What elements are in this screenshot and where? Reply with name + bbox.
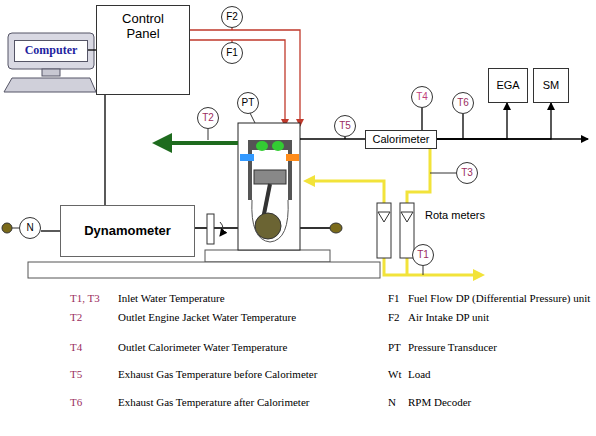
abbreviation-meaning: Load — [408, 368, 431, 380]
sensor-stem — [208, 129, 209, 140]
fuel-signal-line — [190, 40, 285, 126]
node-text: T3 — [461, 167, 473, 179]
coupling — [207, 214, 214, 244]
abbreviation: PT — [388, 341, 401, 353]
shaft-end — [2, 223, 12, 233]
node-text: F2 — [226, 11, 238, 23]
abbreviation: T5 — [70, 368, 82, 380]
sensor-circle: T5 — [334, 115, 356, 137]
sensor-stem — [462, 114, 463, 139]
rotameter-float — [401, 212, 413, 222]
abbreviation-meaning: Outlet Calorimeter Water Temperature — [118, 341, 287, 353]
abbreviation-meaning: RPM Decoder — [408, 396, 471, 408]
inlet-port — [240, 154, 254, 161]
abbreviation: T6 — [70, 396, 82, 408]
node-text: Computer — [25, 44, 78, 58]
sensor-circle: T2 — [197, 107, 219, 129]
exhaust-port — [286, 154, 299, 161]
sensor-circle: T1 — [412, 244, 434, 266]
monitor-stand — [42, 69, 60, 76]
dynamometer-box: Dynamometer — [60, 205, 195, 257]
smoke-meter-box: SM — [533, 68, 569, 103]
control-panel: Control Panel — [96, 5, 190, 95]
abbreviation-meaning: Fuel Flow DP (Differential Pressure) uni… — [408, 292, 590, 304]
node-text: F1 — [226, 47, 238, 59]
shaft — [300, 227, 330, 229]
connector — [41, 230, 60, 231]
piston — [254, 170, 286, 184]
node-text: PT — [242, 97, 255, 109]
node-text: T4 — [416, 91, 428, 103]
computer-screen: Computer — [14, 40, 88, 62]
crankcase — [252, 200, 288, 242]
node-text: Calorimeter — [373, 133, 430, 146]
keyboard — [4, 78, 96, 92]
engine-pedestal — [205, 250, 330, 262]
abbreviation-meaning: Exhaust Gas Temperature after Calorimete… — [118, 396, 309, 408]
node-text: N — [26, 222, 33, 234]
abbreviation-meaning: Air Intake DP unit — [408, 311, 489, 323]
sensor-stem — [421, 108, 422, 130]
abbreviation: F2 — [388, 311, 400, 323]
shaft — [195, 227, 238, 229]
jacket-water-outlet — [168, 141, 238, 145]
abbreviation: T4 — [70, 341, 82, 353]
calorimeter-box: Calorimeter — [365, 130, 437, 149]
computer-figure — [4, 33, 96, 92]
sensor-stem — [250, 113, 255, 123]
crankshaft — [255, 213, 281, 239]
engine-housing — [238, 123, 300, 250]
rotameter-label: Rota meters — [425, 209, 485, 221]
abbreviation: T1, T3 — [70, 292, 100, 304]
node-text: Dynamometer — [84, 224, 171, 239]
sensor-circle: PT — [237, 92, 259, 114]
abbreviation: T2 — [70, 311, 82, 323]
node-text: T2 — [202, 112, 214, 124]
rpm-circle: N — [19, 217, 41, 239]
inlet-valve — [256, 141, 268, 151]
sensor-circle: T3 — [456, 162, 478, 184]
abbreviation-meaning: Outlet Engine Jacket Water Temperature — [118, 311, 296, 323]
monitor — [8, 33, 94, 69]
rotameter-float — [378, 212, 390, 222]
exhaust-pipe — [300, 138, 365, 139]
sensor-circle: F2 — [221, 6, 243, 28]
connector — [88, 49, 96, 50]
abbreviation: Wt — [388, 368, 401, 380]
node-text: T1 — [417, 249, 429, 261]
analyser-box: EGA — [488, 68, 528, 103]
rotameters — [377, 203, 414, 258]
sensor-circle: F1 — [221, 42, 243, 64]
node-text: SM — [543, 79, 560, 92]
rotameter-tube — [377, 203, 391, 258]
node-text: T6 — [457, 97, 469, 109]
calorimeter-water-line — [407, 149, 430, 203]
sensor-circle: T6 — [452, 92, 474, 114]
rotation-arrow — [220, 222, 223, 236]
inlet-water-line — [406, 258, 409, 275]
sensor-stem — [423, 266, 424, 275]
shaft — [12, 228, 19, 229]
connector — [104, 95, 105, 205]
engine-water-line — [312, 181, 384, 203]
test-bed — [28, 262, 380, 278]
exhaust-valve — [272, 141, 284, 151]
abbreviation: N — [388, 396, 396, 408]
sensor-stem — [231, 28, 232, 30]
abbreviation-meaning: Exhaust Gas Temperature before Calorimet… — [118, 368, 317, 380]
abbreviation: F1 — [388, 292, 400, 304]
sensor-stem — [344, 137, 345, 139]
shaft-end — [330, 223, 342, 233]
abbreviation-meaning: Pressure Transducer — [408, 341, 497, 353]
exhaust-line — [300, 108, 588, 139]
sensor-circle: T4 — [411, 86, 433, 108]
node-text: Control Panel — [107, 12, 179, 42]
node-text: T5 — [339, 120, 351, 132]
abbreviation-meaning: Inlet Water Temperature — [118, 292, 225, 304]
node-text: EGA — [496, 79, 519, 92]
sensor-stem — [430, 173, 456, 174]
